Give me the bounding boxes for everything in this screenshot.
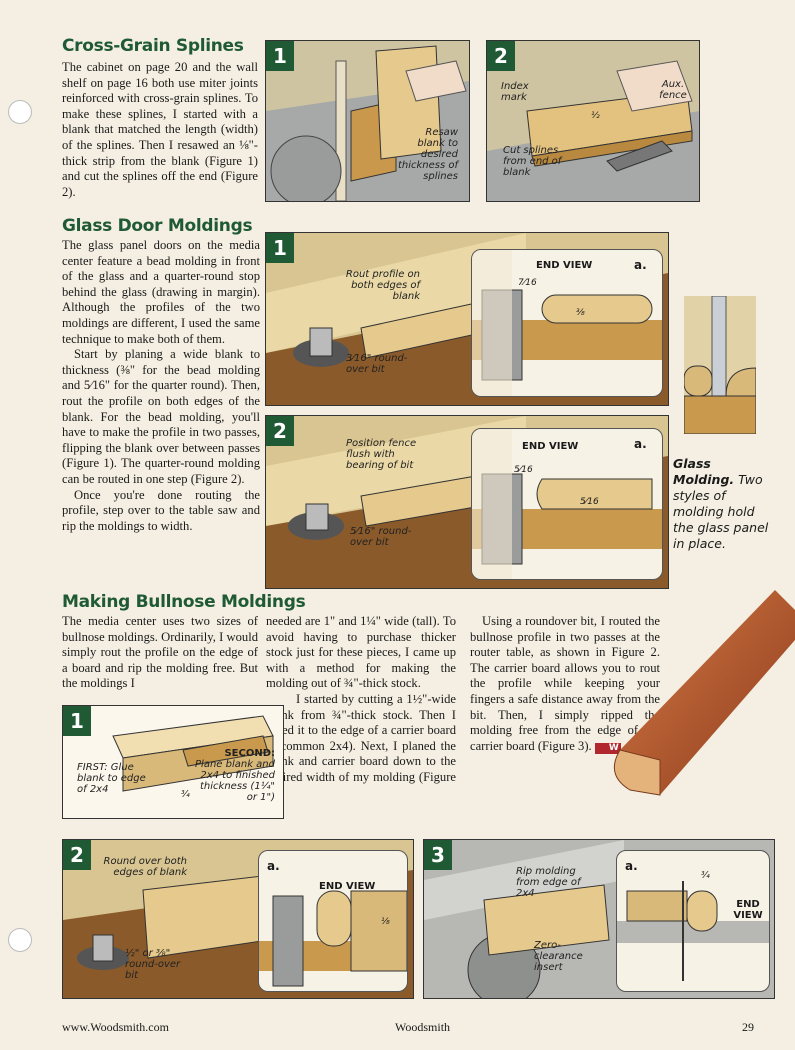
figure-number: 2 (487, 41, 515, 71)
bull-2-end-view-inset: END VIEW a. ⅛ (258, 850, 408, 992)
dim-half: ½ (591, 111, 600, 121)
bullnose-col-3: Using a roundover bit, I routed the bull… (470, 614, 660, 754)
label-bullnose-bit: ½" or ⅜" round-over bit (125, 948, 181, 981)
label-roundover-bit: 5⁄16" round-over bit (350, 526, 412, 548)
cross-grain-body: The cabinet on page 20 and the wall shel… (62, 60, 258, 200)
label-second-text: Plane blank and 2x4 to finished thicknes… (195, 759, 275, 803)
inset-label-a: a. (267, 859, 280, 873)
figure-bullnose-1: 1 FIRST: Glue blank to edge of 2x4 SECON… (62, 705, 284, 819)
glass-door-body: The glass panel doors on the media cente… (62, 238, 260, 534)
dim-three-quarter: ¾ (181, 790, 190, 800)
caption-head: Glass Molding. (673, 456, 735, 487)
figure-spline-2-drawing (487, 41, 699, 201)
margin-glass-molding-drawing (684, 296, 756, 434)
bullnose-col-2b-text: I started by cutting a 1½"-wide blank fr… (266, 692, 456, 800)
dim-5-16-side: 5⁄16 (580, 497, 599, 507)
figure-number: 3 (424, 840, 452, 870)
caption-body: Two styles of molding hold the glass pan… (673, 472, 769, 551)
figure-number: 1 (266, 41, 294, 71)
bull-3-end-view-inset: END VIEW a. ¾ (616, 850, 770, 992)
bullnose-col-2b: I started by cutting a 1½"-wide blank fr… (266, 692, 456, 801)
bullnose-col-2a-text: needed are 1" and 1¼" wide (tall). To av… (266, 614, 456, 691)
label-first: FIRST: Glue blank to edge of 2x4 (77, 762, 147, 795)
bullnose-col-3-text: Using a roundover bit, I routed the bull… (470, 614, 660, 754)
binder-hole-top (8, 100, 32, 124)
label-round-over: Round over both edges of blank (103, 856, 187, 878)
section-title-cross-grain: Cross-Grain Splines (62, 36, 244, 56)
footer-url: www.Woodsmith.com (62, 1020, 169, 1034)
inset-drawing (472, 429, 662, 579)
label-aux-fence: Aux. fence (659, 79, 687, 101)
figure-number: 2 (63, 840, 91, 870)
end-mark: W (594, 742, 621, 754)
figure-bullnose-1-drawing (112, 715, 274, 792)
inset-drawing (617, 881, 769, 981)
label-rip-molding: Rip molding from edge of 2x4 (516, 866, 581, 899)
inset-label-a: a. (634, 258, 647, 272)
bullnose-col-2a: needed are 1" and 1¼" wide (tall). To av… (266, 614, 456, 692)
label-cut-splines: Cut splines from end of blank (503, 145, 562, 178)
glass-2-end-view-inset: END VIEW a. 5⁄16 5⁄16 (471, 428, 663, 580)
margin-caption: Glass Molding. Two styles of molding hol… (673, 456, 773, 552)
bullnose-col-1: The media center uses two sizes of bulln… (62, 614, 258, 692)
figure-glass-1: 1 Rout profile on both edges of blank 3⁄… (265, 232, 669, 406)
inset-drawing (472, 250, 662, 396)
inset-label-a: a. (625, 859, 638, 873)
label-index-mark: Index mark (501, 81, 529, 103)
glass-paragraph-2: Start by planing a wide blank to thickne… (62, 347, 260, 486)
label-position-fence: Position fence flush with bearing of bit (346, 438, 417, 471)
figure-spline-2: 2 Index mark Aux. fence Cut splines from… (486, 40, 700, 202)
dim-7-16: 7⁄16 (518, 278, 537, 288)
glass-paragraph-1: The glass panel doors on the media cente… (62, 238, 260, 346)
inset-label-a: a. (634, 437, 647, 451)
label-rout-profile: Rout profile on both edges of blank (345, 269, 420, 302)
dim-eighth: ⅛ (381, 917, 390, 927)
figure-number: 1 (63, 706, 91, 736)
figure-bullnose-2: 2 Round over both edges of blank ½" or ⅜… (62, 839, 414, 999)
molding-drawing (613, 590, 795, 796)
figure-spline-1: 1 Resaw blank to desired thickness of sp… (265, 40, 470, 202)
figure-number: 2 (266, 416, 294, 446)
end-view-title: END VIEW (536, 260, 593, 271)
label-first-text: FIRST: Glue blank to edge of 2x4 (77, 762, 146, 795)
label-roundover-bit: 3⁄16" round-over bit (346, 353, 408, 375)
cross-grain-paragraph: The cabinet on page 20 and the wall shel… (62, 60, 258, 199)
glass-paragraph-3: Once you're done routing the profile, st… (62, 487, 260, 533)
margin-drawing (684, 296, 756, 434)
footer-page-number: 29 (742, 1020, 754, 1034)
inset-drawing (259, 890, 407, 987)
dim-5-16-top: 5⁄16 (514, 465, 533, 475)
section-title-glass-door: Glass Door Moldings (62, 216, 253, 236)
dim-three-quarter: ¾ (701, 871, 710, 881)
label-zero-clearance: Zero-clearance insert (534, 940, 583, 973)
dim-3-8: ⅜ (576, 308, 585, 318)
label-second-head: SECOND: (224, 748, 275, 759)
binder-hole-bottom (8, 928, 32, 952)
section-title-bullnose: Making Bullnose Moldings (62, 592, 306, 612)
figure-spline-1-drawing (266, 41, 469, 201)
figure-glass-2: 2 Position fence flush with bearing of b… (265, 415, 669, 589)
end-view-title: END VIEW (733, 899, 763, 921)
bullnose-col-3-body: Using a roundover bit, I routed the bull… (470, 614, 660, 753)
glass-1-end-view-inset: END VIEW a. 7⁄16 ⅜ (471, 249, 663, 397)
label-resaw: Resaw blank to desired thickness of spli… (397, 127, 458, 182)
figure-number: 1 (266, 233, 294, 263)
figure-bullnose-3: 3 Rip molding from edge of 2x4 Zero-clea… (423, 839, 775, 999)
bullnose-molding-illustration (600, 580, 795, 800)
end-view-title: END VIEW (522, 441, 579, 452)
end-view-title: END VIEW (319, 881, 376, 892)
bullnose-col-1-text: The media center uses two sizes of bulln… (62, 614, 258, 691)
label-second: SECOND: Plane blank and 2x4 to finished … (193, 748, 275, 803)
footer-magazine: Woodsmith (395, 1020, 451, 1034)
